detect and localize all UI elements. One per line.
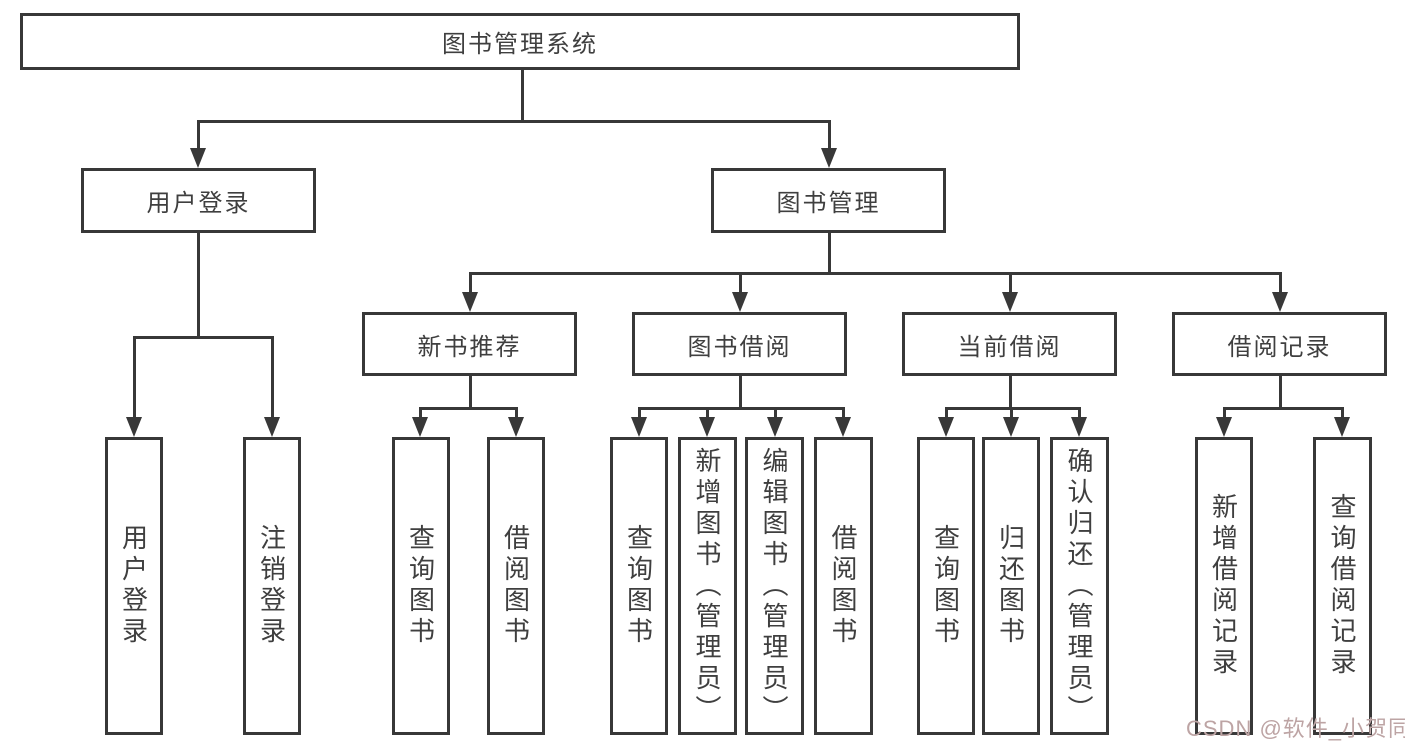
arrowhead-down-icon bbox=[412, 417, 428, 437]
connector-book-management-hline bbox=[469, 272, 1282, 275]
node-user-login: 用户登录 bbox=[81, 168, 316, 233]
arrow-shaft-user-login bbox=[197, 120, 200, 148]
leaf-logout: 注销登录 bbox=[243, 437, 301, 735]
arrow-shaft bbox=[1341, 407, 1344, 419]
node-book-management: 图书管理 bbox=[711, 168, 946, 233]
arrowhead-down-icon bbox=[732, 292, 748, 312]
arrow-shaft bbox=[774, 407, 777, 419]
node-current-borrow: 当前借阅 bbox=[902, 312, 1117, 376]
connector-new-book-stem bbox=[469, 375, 472, 407]
arrow-shaft bbox=[1078, 407, 1081, 419]
leaf-query-books-current: 查询图书 bbox=[917, 437, 975, 735]
arrowhead-down-icon bbox=[1071, 417, 1087, 437]
leaf-confirm-return-admin: 确认归还（管理员） bbox=[1050, 437, 1109, 735]
arrow-shaft-book-management bbox=[828, 120, 831, 148]
connector-user-login-hline bbox=[133, 336, 274, 339]
arrow-shaft bbox=[842, 407, 845, 419]
leaf-borrow-books: 借阅图书 bbox=[814, 437, 873, 735]
leaf-borrow-books-recommend: 借阅图书 bbox=[487, 437, 545, 735]
leaf-add-books-admin: 新增图书（管理员） bbox=[678, 437, 737, 735]
arrow-shaft bbox=[419, 407, 422, 419]
arrowhead-down-icon bbox=[264, 417, 280, 437]
leaf-return-books: 归还图书 bbox=[982, 437, 1040, 735]
arrowhead-down-icon bbox=[1002, 292, 1018, 312]
arrowhead-down-icon bbox=[821, 148, 837, 168]
connector-root-hline bbox=[197, 120, 831, 123]
arrow-shaft bbox=[1010, 407, 1013, 419]
arrow-shaft-leaf-logout bbox=[271, 336, 274, 417]
connector-current-borrow-stem bbox=[1009, 375, 1012, 407]
node-root: 图书管理系统 bbox=[20, 13, 1020, 70]
leaf-user-login: 用户登录 bbox=[105, 437, 163, 735]
node-book-borrow: 图书借阅 bbox=[632, 312, 847, 376]
leaf-add-borrow-record: 新增借阅记录 bbox=[1195, 437, 1253, 735]
arrow-shaft bbox=[1223, 407, 1226, 419]
connector-root-stem bbox=[521, 69, 524, 120]
arrowhead-down-icon bbox=[126, 417, 142, 437]
arrowhead-down-icon bbox=[631, 417, 647, 437]
leaf-query-books-recommend: 查询图书 bbox=[392, 437, 450, 735]
leaf-query-borrow-record: 查询借阅记录 bbox=[1313, 437, 1372, 735]
node-borrow-records: 借阅记录 bbox=[1172, 312, 1387, 376]
connector-user-login-stem bbox=[197, 232, 200, 336]
arrowhead-down-icon bbox=[938, 417, 954, 437]
arrow-shaft-current-borrow bbox=[1009, 272, 1012, 294]
connector-current-borrow-hline bbox=[945, 407, 1081, 410]
arrowhead-down-icon bbox=[835, 417, 851, 437]
arrowhead-down-icon bbox=[508, 417, 524, 437]
arrowhead-down-icon bbox=[462, 292, 478, 312]
connector-book-borrow-hline bbox=[638, 407, 845, 410]
leaf-query-books-borrow: 查询图书 bbox=[610, 437, 668, 735]
node-new-book-recommend: 新书推荐 bbox=[362, 312, 577, 376]
connector-new-book-hline bbox=[419, 407, 518, 410]
leaf-edit-books-admin: 编辑图书（管理员） bbox=[745, 437, 804, 735]
csdn-watermark: CSDN @软件_小贺同学 bbox=[1186, 716, 1405, 741]
connector-borrow-records-hline bbox=[1223, 407, 1344, 410]
arrow-shaft-new-book bbox=[469, 272, 472, 294]
arrowhead-down-icon bbox=[1216, 417, 1232, 437]
arrow-shaft bbox=[638, 407, 641, 419]
arrowhead-down-icon bbox=[1272, 292, 1288, 312]
arrowhead-down-icon bbox=[1334, 417, 1350, 437]
arrow-shaft bbox=[945, 407, 948, 419]
arrow-shaft bbox=[515, 407, 518, 419]
arrow-shaft-leaf-user-login bbox=[133, 336, 136, 417]
connector-borrow-records-stem bbox=[1279, 375, 1282, 407]
arrow-shaft-book-borrow bbox=[739, 272, 742, 294]
arrowhead-down-icon bbox=[699, 417, 715, 437]
arrow-shaft-borrow-records bbox=[1279, 272, 1282, 294]
arrowhead-down-icon bbox=[190, 148, 206, 168]
arrowhead-down-icon bbox=[1003, 417, 1019, 437]
connector-book-borrow-stem bbox=[739, 375, 742, 407]
arrowhead-down-icon bbox=[767, 417, 783, 437]
arrow-shaft bbox=[706, 407, 709, 419]
connector-book-management-stem bbox=[828, 232, 831, 274]
